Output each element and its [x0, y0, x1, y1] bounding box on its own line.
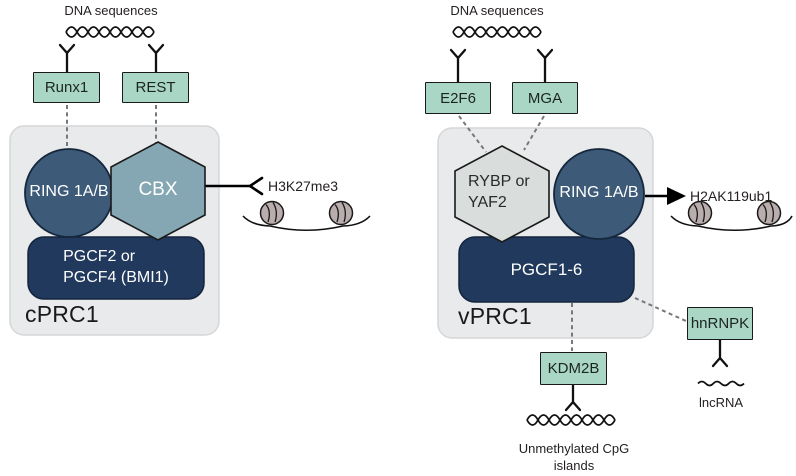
h3k27me3-binding-connector	[205, 176, 264, 196]
nucleosome-icon	[259, 200, 285, 226]
runx1-box: Runx1	[33, 72, 100, 103]
rest-dna-fork-icon	[147, 43, 165, 74]
ring1ab-label-left: RING 1A/B	[29, 183, 109, 200]
e2f6-dna-fork-icon	[449, 48, 467, 84]
nucleosome-chromatin-right-icon	[670, 200, 793, 231]
h3k27me3-label: H3K27me3	[268, 178, 339, 194]
h2ak119ub1-label: H2AK119ub1	[690, 188, 773, 204]
mga-dna-fork-icon	[536, 48, 554, 84]
dna-anchor-forks	[58, 43, 729, 412]
chevron-reader-icon	[248, 176, 264, 196]
dna-sequences-label-left: DNA sequences	[64, 3, 158, 18]
mga-to-rybp-connector	[523, 115, 545, 151]
kdm2b-dna-fork-icon	[564, 383, 582, 412]
pgcf2-label-line1: PGCF2 or	[63, 248, 136, 266]
e2f6-box: E2F6	[425, 82, 491, 114]
cbx-hexagon	[110, 141, 206, 241]
pgcf-to-hnrnpk-connector	[634, 297, 687, 322]
ring1ab-circle-right	[553, 148, 645, 240]
nucleosome-icon	[687, 200, 713, 226]
cpg-label-line2: islands	[553, 457, 595, 473]
unmethylated-cpg-label: Unmethylated CpG islands	[510, 441, 638, 475]
mga-box: MGA	[512, 82, 578, 114]
dna-helix-left-icon	[65, 26, 155, 38]
hnrnpk-label: hnRNPK	[690, 315, 750, 332]
dna-helix-right-icon	[452, 26, 542, 38]
rybp-yaf2-label: RYBP or YAF2	[468, 172, 548, 214]
rybp-yaf2-hexagon	[454, 145, 550, 243]
pgcf2-4-label: PGCF2 or PGCF4 (BMI1)	[28, 237, 204, 299]
lncrna-squiggle-icon	[697, 380, 745, 387]
nucleosome-icon	[328, 200, 354, 226]
runx1-dna-fork-icon	[58, 43, 76, 74]
runx1-label: Runx1	[44, 79, 89, 96]
e2f6-to-rybp-connector	[458, 115, 487, 153]
hnrnpk-box: hnRNPK	[687, 307, 753, 340]
e2f6-label: E2F6	[440, 89, 476, 107]
h2ak119ub1-arrow	[645, 187, 686, 205]
pgcf2-4-box	[27, 236, 205, 300]
hnrnpk-rna-fork-icon	[711, 338, 729, 368]
rest-box: REST	[122, 72, 189, 103]
rybp-label-line1: RYBP or	[468, 173, 530, 190]
ring1ab-label-right: RING 1A/B	[559, 184, 639, 201]
kdm2b-box: KDM2B	[540, 352, 607, 385]
pgcf2-label-line2: PGCF4 (BMI1)	[63, 269, 169, 286]
kdm2b-label: KDM2B	[547, 360, 600, 377]
cpg-island-helix-icon	[526, 414, 616, 426]
vprc1-label: vPRC1	[458, 303, 532, 329]
pgcf1-6-label: PGCF1-6	[510, 259, 583, 279]
dotted-connectors	[66, 105, 687, 351]
dna-sequences-label-right: DNA sequences	[450, 3, 544, 18]
nucleosome-icon	[756, 200, 782, 226]
pgcf1-6-box	[458, 236, 635, 303]
cbx-label: CBX	[138, 179, 178, 200]
nucleosome-chromatin-left-icon	[242, 200, 371, 231]
mga-label: MGA	[527, 89, 563, 107]
cprc1-label: cPRC1	[25, 301, 99, 327]
rybp-label-line2: YAF2	[468, 193, 507, 211]
rest-label: REST	[135, 79, 176, 96]
cpg-label-line1: Unmethylated CpG	[518, 441, 630, 456]
arrowhead-icon	[667, 187, 686, 205]
lncrna-label: lncRNA	[698, 395, 744, 410]
